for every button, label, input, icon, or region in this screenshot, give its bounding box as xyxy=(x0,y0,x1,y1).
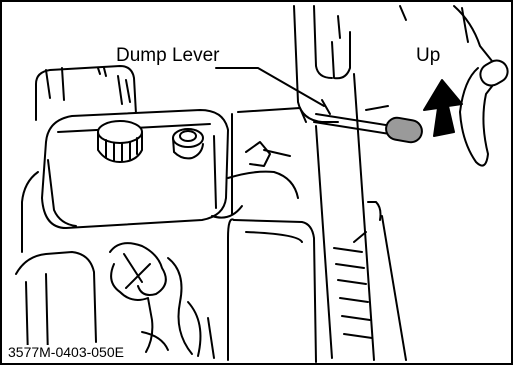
dump-lever-handle xyxy=(384,116,423,144)
up-arrow-icon xyxy=(424,80,462,136)
chute-column xyxy=(294,6,388,360)
machine-body xyxy=(228,202,406,362)
lower-engine xyxy=(16,243,214,358)
figure-id-label: 3577M-0403-050E xyxy=(6,345,126,361)
up-direction-label: Up xyxy=(416,46,440,65)
dump-lever-leader-line xyxy=(216,68,330,114)
dump-lever-rod xyxy=(314,114,392,134)
dump-lever-label: Dump Lever xyxy=(114,46,222,65)
